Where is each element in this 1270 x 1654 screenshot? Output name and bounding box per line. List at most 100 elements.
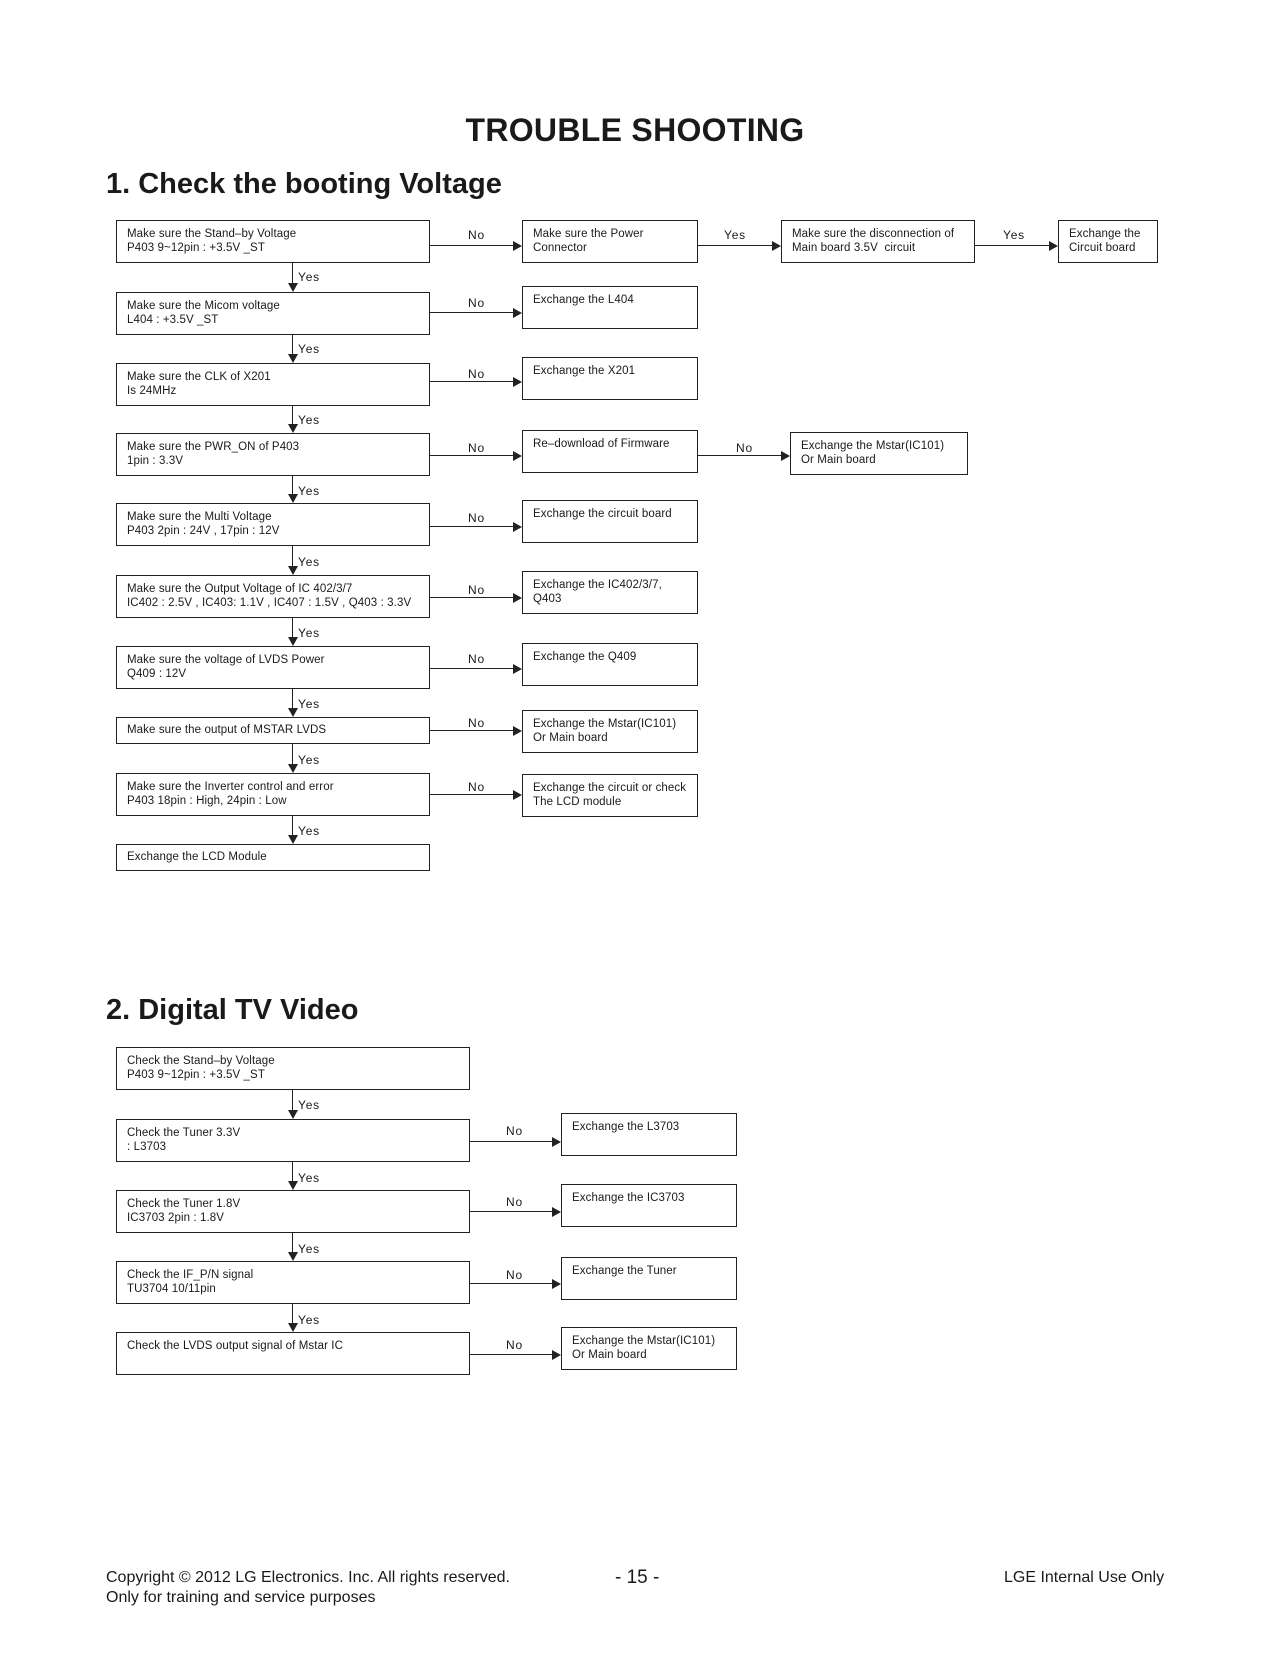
s2-action-1: Exchange the L3703	[561, 1113, 737, 1156]
s1-step-3: Make sure the CLK of X201 Is 24MHz	[116, 363, 430, 406]
s1-step-8: Make sure the output of MSTAR LVDS	[116, 717, 430, 744]
connector	[430, 730, 513, 731]
s2-step-5: Check the LVDS output signal of Mstar IC	[116, 1332, 470, 1375]
connector	[292, 546, 293, 566]
yes-label: Yes	[298, 753, 320, 767]
yes-label: Yes	[298, 555, 320, 569]
s1-action-3: Exchange the X201	[522, 357, 698, 400]
s2-action-2: Exchange the IC3703	[561, 1184, 737, 1227]
s1-step-4: Make sure the PWR_ON of P403 1pin : 3.3V	[116, 433, 430, 476]
s2-step-1: Check the Stand–by Voltage P403 9~12pin …	[116, 1047, 470, 1090]
connector	[430, 668, 513, 669]
s1-step-7: Make sure the voltage of LVDS Power Q409…	[116, 646, 430, 689]
arrow-head	[513, 241, 522, 251]
s1-action-2: Exchange the L404	[522, 286, 698, 329]
connector	[292, 1304, 293, 1323]
arrow-head	[288, 494, 298, 503]
connector	[975, 245, 1049, 246]
yes-label: Yes	[298, 1098, 320, 1112]
arrow-head	[772, 241, 781, 251]
no-label: No	[468, 296, 485, 310]
no-label: No	[506, 1124, 523, 1138]
connector	[430, 245, 513, 246]
connector	[292, 618, 293, 637]
s1-action-8: Exchange the Mstar(IC101) Or Main board	[522, 710, 698, 753]
connector	[292, 1090, 293, 1110]
arrow-head	[288, 637, 298, 646]
arrow-head	[288, 1252, 298, 1261]
connector	[698, 455, 781, 456]
connector	[292, 1162, 293, 1181]
yes-label: Yes	[298, 1171, 320, 1185]
s2-step-2: Check the Tuner 3.3V : L3703	[116, 1119, 470, 1162]
yes-label: Yes	[298, 626, 320, 640]
connector	[470, 1141, 552, 1142]
yes-label: Yes	[298, 270, 320, 284]
arrow-head	[288, 1110, 298, 1119]
no-label: No	[506, 1195, 523, 1209]
no-label: No	[468, 583, 485, 597]
connector	[470, 1283, 552, 1284]
yes-label: Yes	[298, 824, 320, 838]
arrow-head	[513, 451, 522, 461]
arrow-head	[288, 1323, 298, 1332]
s1-action-1: Make sure the Power Connector	[522, 220, 698, 263]
section2-heading: 2. Digital TV Video	[106, 994, 359, 1026]
s1-step-6: Make sure the Output Voltage of IC 402/3…	[116, 575, 430, 618]
yes-label: Yes	[298, 697, 320, 711]
s2-action-4: Exchange the Mstar(IC101) Or Main board	[561, 1327, 737, 1370]
yes-label: Yes	[1003, 228, 1025, 242]
connector	[292, 1233, 293, 1252]
arrow-head	[513, 593, 522, 603]
s1-step-10: Exchange the LCD Module	[116, 844, 430, 871]
arrow-head	[552, 1137, 561, 1147]
yes-label: Yes	[724, 228, 746, 242]
footer-copyright: Copyright © 2012 LG Electronics. Inc. Al…	[106, 1569, 510, 1586]
arrow-head	[288, 1181, 298, 1190]
connector	[430, 597, 513, 598]
connector	[292, 689, 293, 708]
s1-step-2: Make sure the Micom voltage L404 : +3.5V…	[116, 292, 430, 335]
connector	[292, 335, 293, 354]
arrow-head	[513, 522, 522, 532]
page-number: - 15 -	[615, 1567, 660, 1588]
arrow-head	[513, 790, 522, 800]
arrow-head	[513, 664, 522, 674]
connector	[430, 794, 513, 795]
arrow-head	[1049, 241, 1058, 251]
s1-action-5: Exchange the circuit board	[522, 500, 698, 543]
yes-label: Yes	[298, 1313, 320, 1327]
s2-step-3: Check the Tuner 1.8V IC3703 2pin : 1.8V	[116, 1190, 470, 1233]
arrow-head	[288, 708, 298, 717]
arrow-head	[288, 764, 298, 773]
connector	[430, 455, 513, 456]
s1-action-7: Exchange the Q409	[522, 643, 698, 686]
s1-step-9: Make sure the Inverter control and error…	[116, 773, 430, 816]
s1-step-1: Make sure the Stand–by Voltage P403 9~12…	[116, 220, 430, 263]
no-label: No	[736, 441, 753, 455]
connector	[470, 1354, 552, 1355]
no-label: No	[468, 228, 485, 242]
arrow-head	[552, 1350, 561, 1360]
arrow-head	[552, 1279, 561, 1289]
connector	[292, 406, 293, 424]
s2-step-4: Check the IF_P/N signal TU3704 10/11pin	[116, 1261, 470, 1304]
connector	[430, 526, 513, 527]
arrow-head	[513, 726, 522, 736]
yes-label: Yes	[298, 484, 320, 498]
s1-mstar-box: Exchange the Mstar(IC101) Or Main board	[790, 432, 968, 475]
no-label: No	[468, 367, 485, 381]
arrow-head	[513, 308, 522, 318]
s1-action-6: Exchange the IC402/3/7, Q403	[522, 571, 698, 614]
connector	[430, 381, 513, 382]
arrow-head	[288, 354, 298, 363]
arrow-head	[288, 424, 298, 433]
no-label: No	[468, 511, 485, 525]
no-label: No	[468, 716, 485, 730]
s1-step-5: Make sure the Multi Voltage P403 2pin : …	[116, 503, 430, 546]
connector	[292, 816, 293, 835]
section1-heading: 1. Check the booting Voltage	[106, 168, 502, 200]
s1-disconnection-box: Make sure the disconnection of Main boar…	[781, 220, 975, 263]
connector	[292, 476, 293, 494]
connector	[292, 263, 293, 283]
